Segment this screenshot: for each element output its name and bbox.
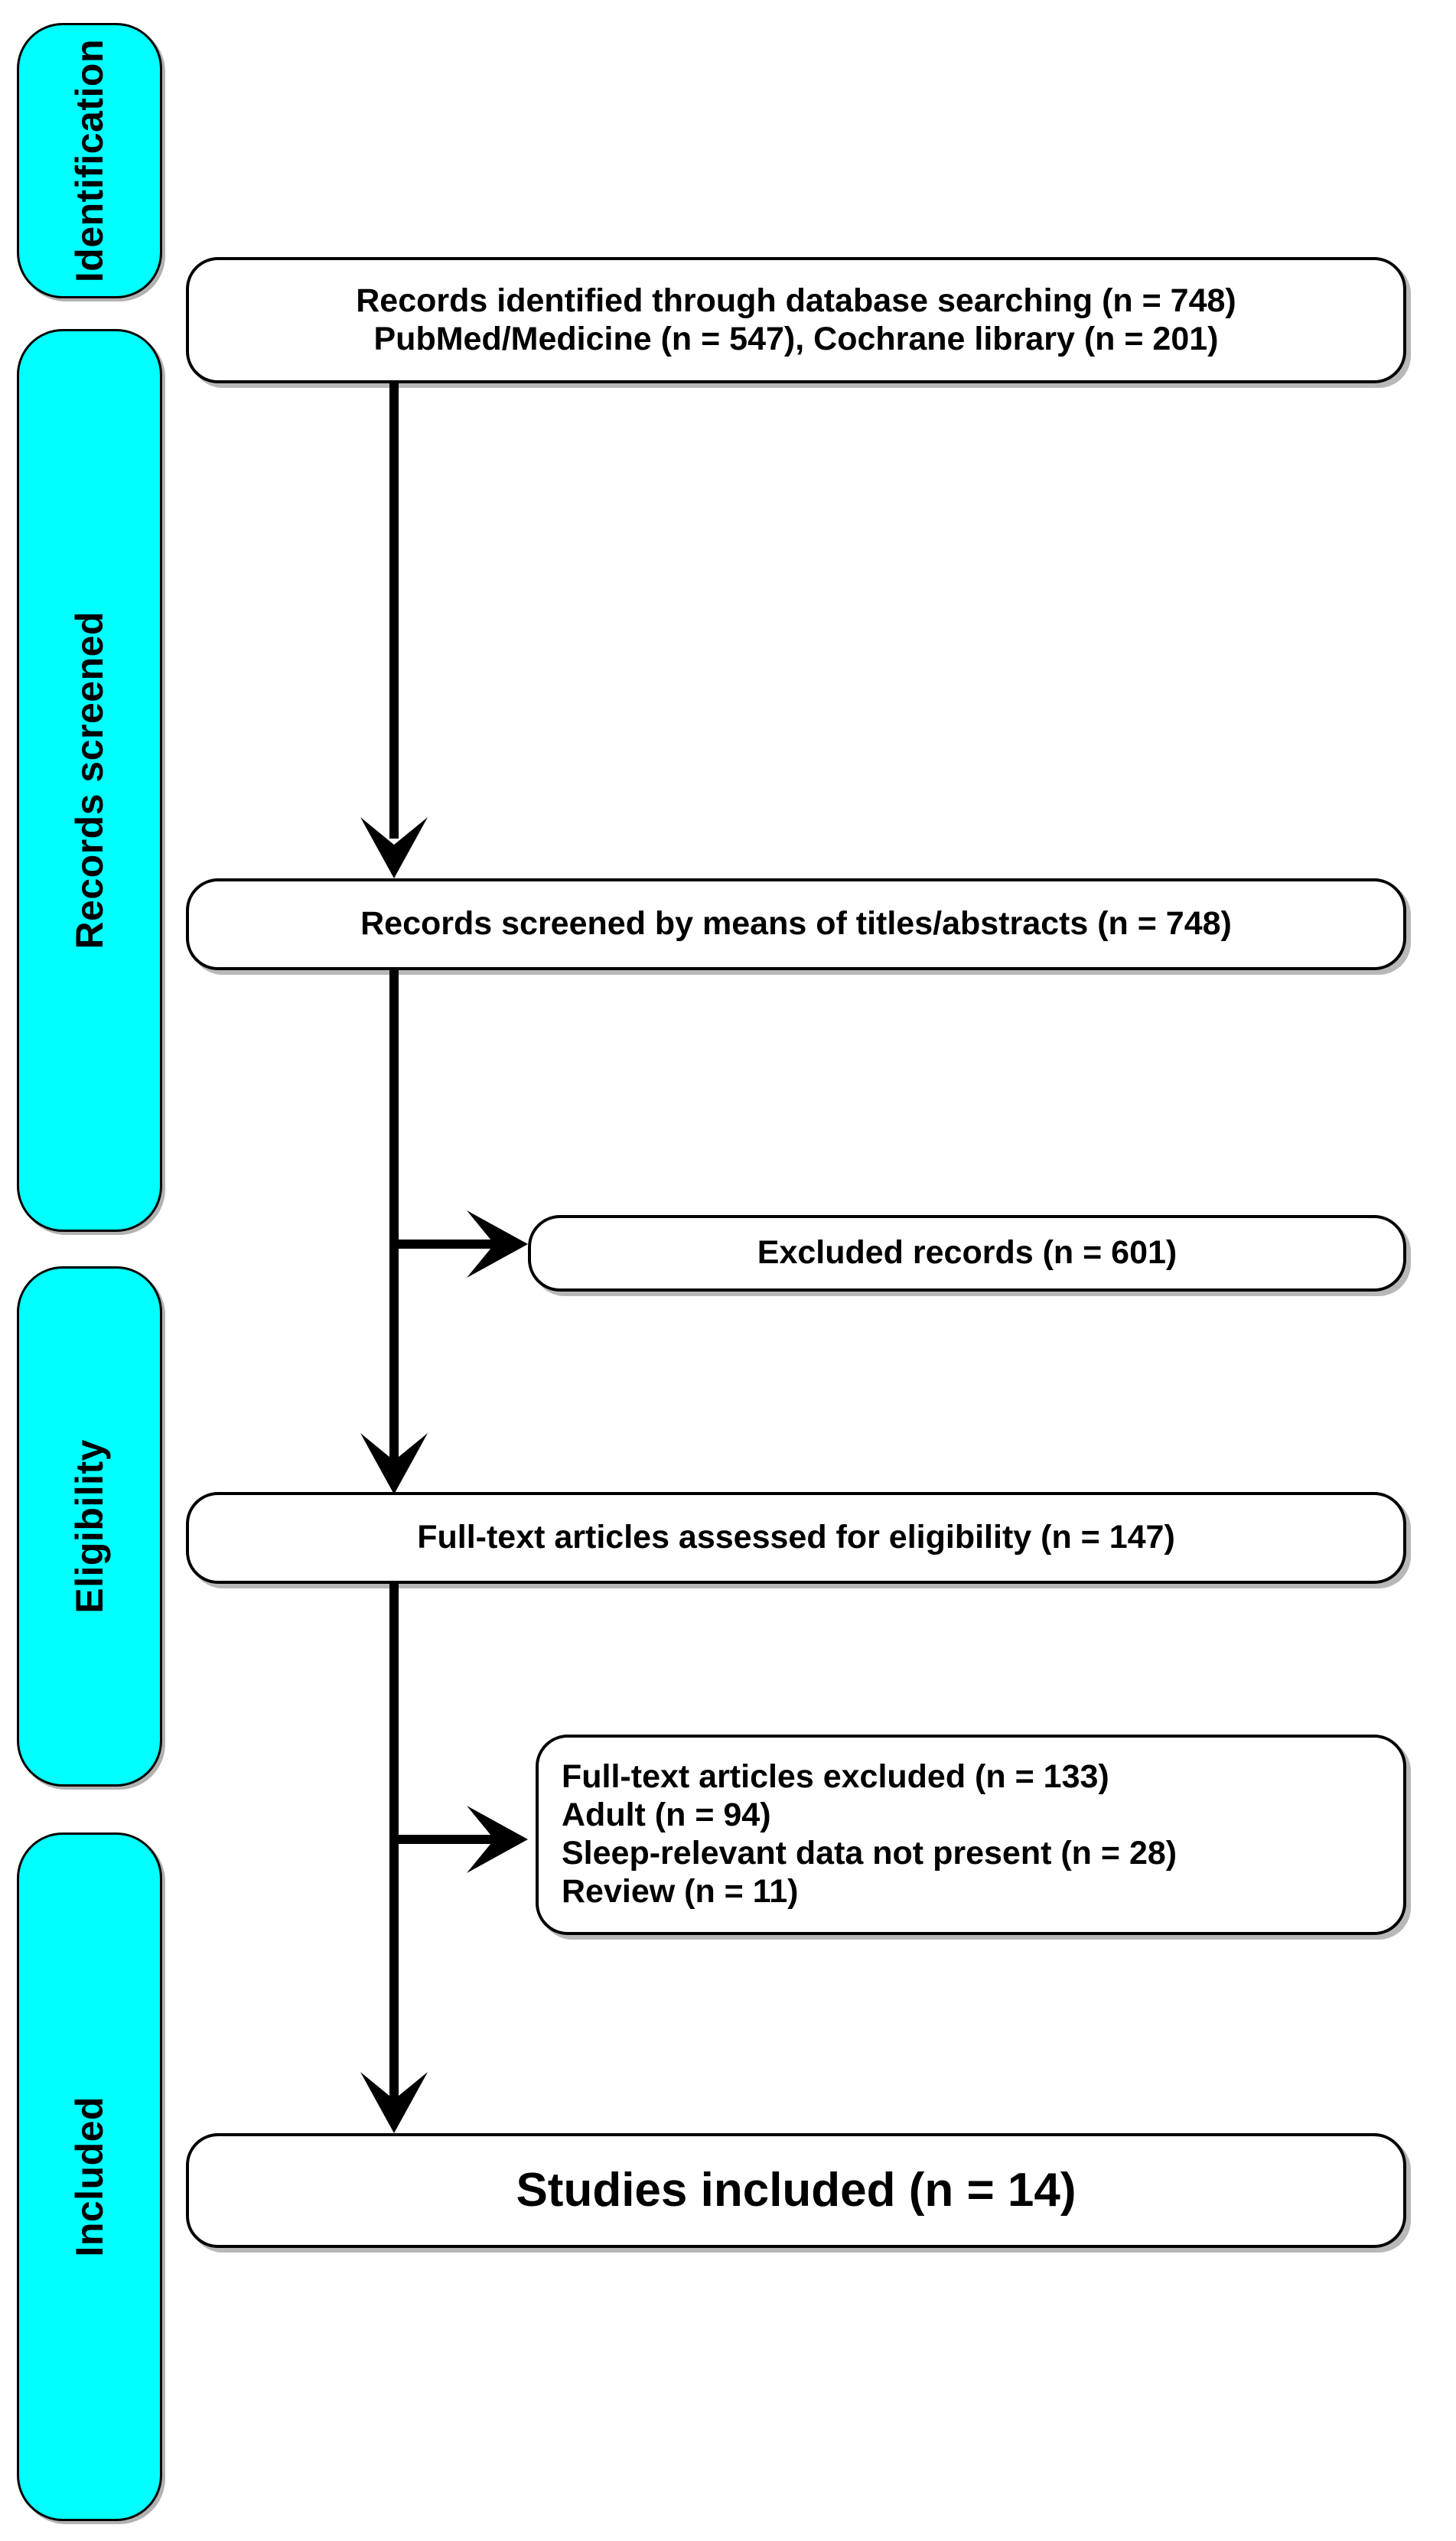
stage-label-records-screened: Records screened [68, 611, 111, 950]
box-studies-included-line-1: Studies included (n = 14) [516, 2164, 1077, 2217]
arrowhead-screened-to-fulltext [357, 1427, 431, 1496]
box-records-screened-line-1: Records screened by means of titles/abst… [360, 905, 1232, 943]
connector-screened-to-fulltext [389, 970, 399, 1471]
stage-label-included: Included [68, 2096, 111, 2257]
connector-identified-to-screened [389, 383, 399, 839]
stage-pill-identification: Identification [17, 23, 162, 298]
stage-pill-records-screened: Records screened [17, 329, 162, 1232]
box-records-identified: Records identified through database sear… [186, 257, 1406, 383]
box-fulltext-excluded: Full-text articles excluded (n = 133) Ad… [536, 1735, 1406, 1935]
arrowhead-excluded-records [459, 1207, 529, 1281]
arrowhead-identified-to-screened [357, 811, 431, 880]
stage-pill-eligibility: Eligibility [17, 1266, 162, 1787]
box-fulltext-excluded-line-1: Full-text articles excluded (n = 133) [562, 1758, 1109, 1796]
stage-pill-included: Included [17, 1832, 162, 2521]
box-excluded-records-line-1: Excluded records (n = 601) [757, 1234, 1178, 1272]
connector-branch-excluded-records [389, 1240, 497, 1249]
arrowhead-fulltext-excluded [459, 1803, 529, 1876]
box-excluded-records: Excluded records (n = 601) [528, 1215, 1406, 1292]
box-records-identified-line-1: Records identified through database sear… [356, 282, 1236, 319]
arrowhead-fulltext-to-included [357, 2066, 431, 2135]
stage-label-eligibility: Eligibility [68, 1439, 111, 1614]
box-fulltext-excluded-line-2: Adult (n = 94) [562, 1797, 771, 1834]
box-studies-included: Studies included (n = 14) [186, 2133, 1406, 2248]
connector-fulltext-to-included [389, 1584, 399, 2108]
box-fulltext-excluded-line-3: Sleep-relevant data not present (n = 28) [562, 1835, 1178, 1872]
box-fulltext-assessed-line-1: Full-text articles assessed for eligibil… [417, 1519, 1175, 1556]
box-fulltext-assessed: Full-text articles assessed for eligibil… [186, 1492, 1406, 1584]
box-fulltext-excluded-line-4: Review (n = 11) [562, 1872, 799, 1910]
box-records-screened: Records screened by means of titles/abst… [186, 878, 1406, 970]
connector-branch-fulltext-excluded [389, 1835, 497, 1844]
box-records-identified-line-2: PubMed/Medicine (n = 547), Cochrane libr… [373, 320, 1219, 357]
stage-label-identification: Identification [68, 38, 111, 283]
